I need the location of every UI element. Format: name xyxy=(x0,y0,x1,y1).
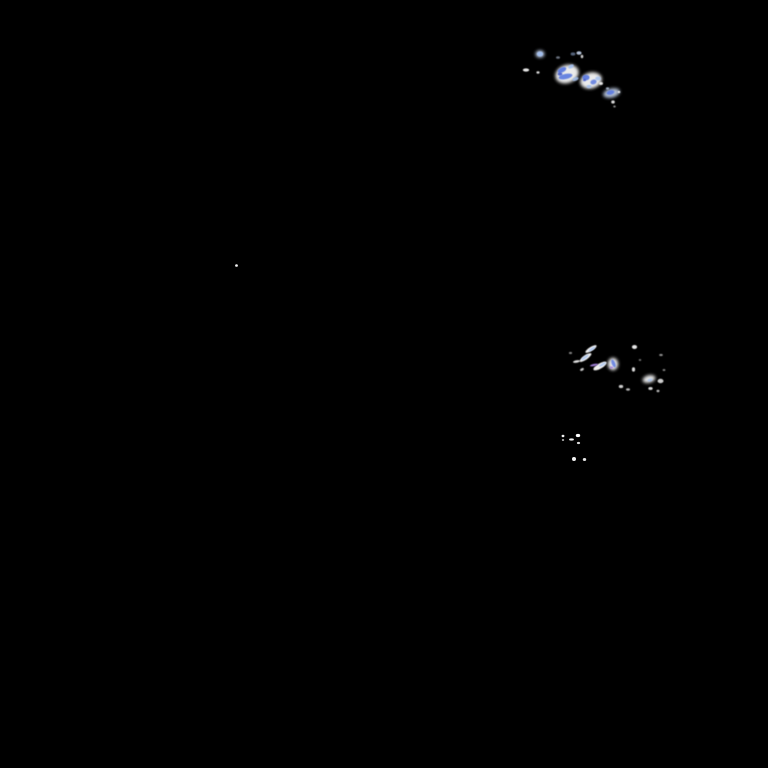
precip-blob xyxy=(582,458,587,461)
precip-blob xyxy=(556,56,560,59)
precip-blob xyxy=(631,367,636,372)
precip-blob xyxy=(576,441,581,445)
precip-blob xyxy=(557,67,567,73)
precip-blob xyxy=(572,457,576,461)
precip-blob xyxy=(662,369,666,371)
precip-blob xyxy=(631,345,638,349)
precip-blob xyxy=(606,90,615,95)
precip-blob xyxy=(659,353,663,357)
dot-group-east xyxy=(561,433,587,461)
precip-blob xyxy=(647,378,653,382)
precip-blob xyxy=(558,73,573,80)
precip-blob xyxy=(573,360,580,363)
cloud-chain-northeast xyxy=(522,50,621,108)
precip-blob xyxy=(656,389,660,393)
precip-blob xyxy=(611,359,616,368)
precip-blob xyxy=(557,72,563,76)
precip-blob xyxy=(568,351,573,355)
precip-blob xyxy=(575,433,581,438)
precip-blob xyxy=(611,100,615,104)
precip-blob xyxy=(588,346,596,352)
precip-blob xyxy=(582,78,587,82)
streak-band-east xyxy=(568,345,666,393)
precip-blob xyxy=(626,388,630,391)
precip-blob xyxy=(657,378,664,384)
precip-blob xyxy=(570,52,576,56)
precip-blob xyxy=(561,434,565,438)
precip-blob xyxy=(568,64,574,69)
precip-blob xyxy=(580,368,584,371)
precip-blob xyxy=(580,54,584,59)
precip-blob xyxy=(522,68,530,72)
precip-blob xyxy=(576,51,582,55)
precip-blob xyxy=(617,90,621,94)
blob-layer xyxy=(235,50,666,461)
precip-blob xyxy=(586,84,592,89)
precip-blob xyxy=(572,76,579,82)
precip-blob xyxy=(638,359,642,361)
precip-blob xyxy=(537,51,543,57)
precip-blob xyxy=(598,362,607,367)
precip-blob xyxy=(235,264,238,267)
precip-blob xyxy=(561,439,565,441)
precip-blob xyxy=(536,71,540,74)
precip-blob xyxy=(589,363,599,367)
precip-blob xyxy=(605,87,610,90)
single-dot-west xyxy=(235,264,238,267)
precip-blob xyxy=(618,384,624,389)
precip-blob xyxy=(595,76,601,81)
precip-blob xyxy=(599,82,603,85)
precip-blob xyxy=(581,354,589,361)
precip-blob xyxy=(609,366,614,369)
precip-blob xyxy=(590,79,597,85)
precip-blob xyxy=(569,438,574,441)
precip-blob xyxy=(648,387,653,390)
precip-blob xyxy=(613,105,616,108)
